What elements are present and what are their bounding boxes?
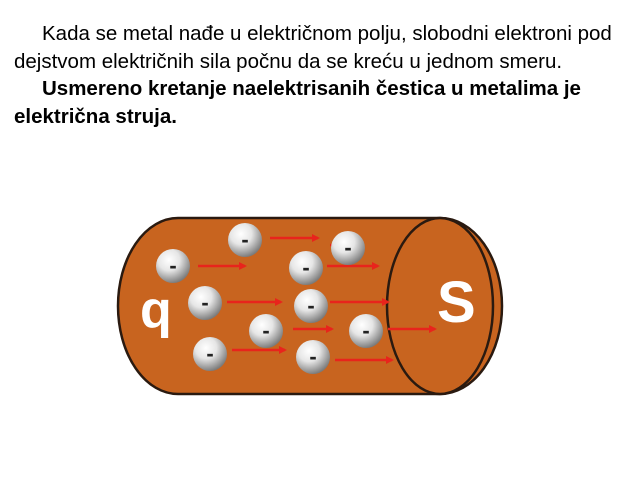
electron: -	[349, 314, 383, 348]
cross-section-ellipse	[385, 216, 495, 396]
electrons: - - - - - - -	[156, 223, 383, 374]
charge-label: q	[140, 281, 172, 339]
svg-text:-: -	[206, 341, 213, 366]
svg-text:-: -	[362, 318, 369, 343]
svg-text:-: -	[307, 293, 314, 318]
cross-section-label: S	[437, 270, 476, 335]
svg-text:-: -	[344, 235, 351, 260]
electron: -	[228, 223, 262, 257]
electron: -	[193, 337, 227, 371]
paragraph-definition-text: Usmereno kretanje naelektrisanih čestica…	[14, 77, 581, 128]
svg-text:-: -	[302, 255, 309, 280]
electron: -	[188, 286, 222, 320]
electron: -	[294, 289, 328, 323]
svg-text:-: -	[201, 290, 208, 315]
electron: -	[331, 231, 365, 265]
text-content: Kada se metal nađe u električnom polju, …	[14, 20, 626, 130]
svg-text:-: -	[241, 227, 248, 252]
electron: -	[296, 340, 330, 374]
electron: -	[156, 249, 190, 283]
svg-text:-: -	[169, 253, 176, 278]
svg-text:-: -	[262, 318, 269, 343]
svg-text:-: -	[309, 344, 316, 369]
electron: -	[249, 314, 283, 348]
paragraph-intro: Kada se metal nađe u električnom polju, …	[14, 20, 626, 75]
paragraph-intro-text: Kada se metal nađe u električnom polju, …	[14, 22, 612, 73]
electron: -	[289, 251, 323, 285]
paragraph-definition: Usmereno kretanje naelektrisanih čestica…	[14, 75, 626, 130]
